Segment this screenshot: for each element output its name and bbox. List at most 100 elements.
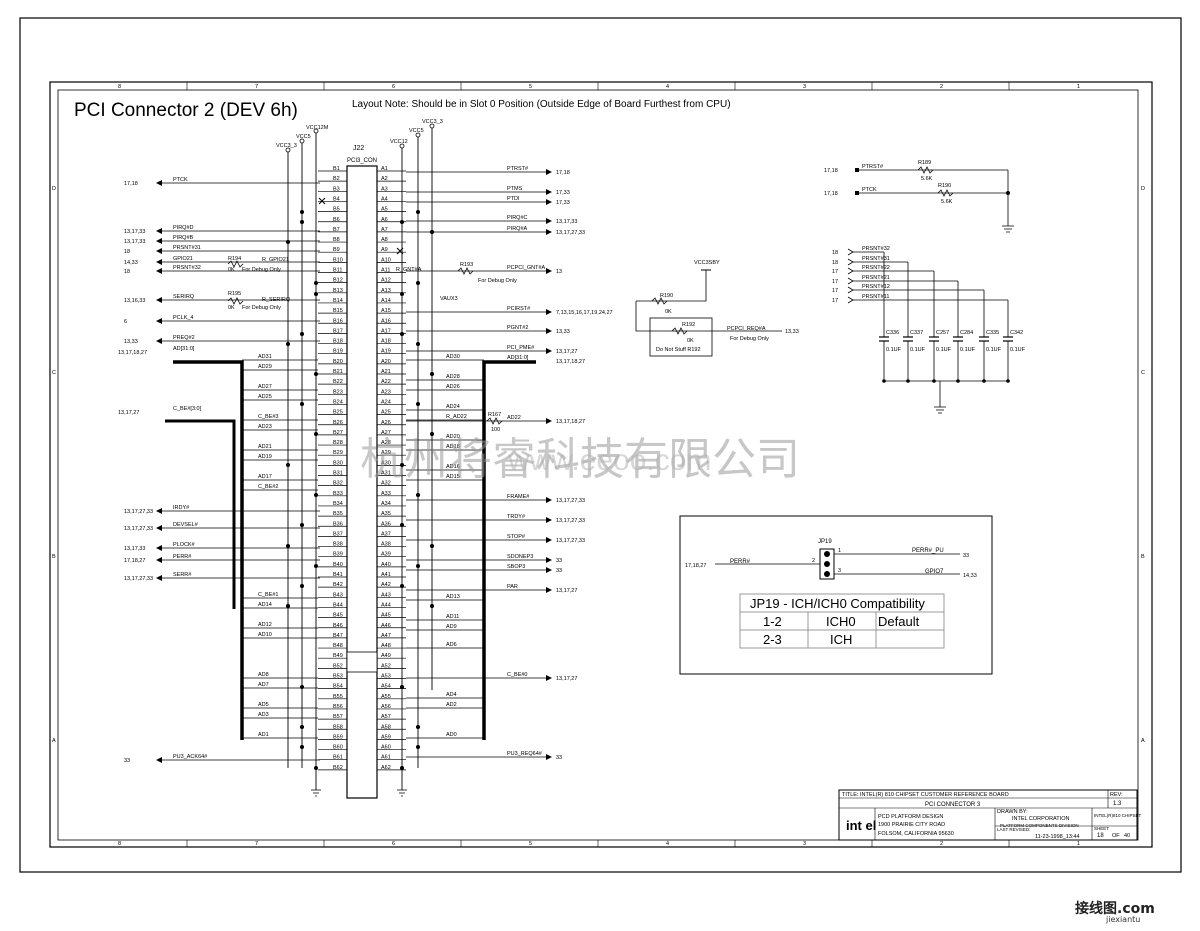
- site-mark: 接线图.com: [1075, 900, 1155, 917]
- jumper-pin3-num: 3: [838, 568, 841, 574]
- power-rail-cap-1: [299, 138, 305, 144]
- right-signal-name: PGNT#2: [507, 325, 528, 331]
- right-signal-arrow: [546, 229, 552, 235]
- bus-label-left: AD25: [258, 394, 272, 400]
- left-signal-pages: 13,17,33: [124, 229, 145, 235]
- left-signal-name: PTCK: [173, 177, 188, 183]
- pin-label-B21: B21: [333, 369, 343, 375]
- zone-col-bottom-2: 2: [940, 841, 943, 847]
- tb-sheet-label: SHEET: [1094, 826, 1109, 831]
- left-signal-arrow: [156, 757, 162, 763]
- r193-ref: R193: [460, 262, 473, 268]
- wiring: [285, 123, 435, 797]
- pin-label-B14: B14: [333, 298, 343, 304]
- power-label-vcc3-3-right: VCC3_3: [422, 119, 443, 125]
- pin-label-A38: A38: [381, 542, 391, 548]
- jumper-table-r2c2: ICH: [830, 632, 852, 647]
- cap-value: 0.1UF: [1010, 347, 1026, 353]
- bus-label-left: AD7: [258, 682, 269, 688]
- prsnt-pages: 18: [832, 260, 838, 266]
- r192-box: [649, 317, 713, 357]
- left-signal-pages: 17,18,27: [124, 558, 145, 564]
- pin-label-B18: B18: [333, 339, 343, 345]
- bus-label-left: C_BE#3: [258, 414, 279, 420]
- pin-label-A8: A8: [381, 237, 388, 243]
- bus-label-left: AD29: [258, 364, 272, 370]
- cap-ref: C284: [960, 330, 973, 336]
- pin-label-B6: B6: [333, 217, 340, 223]
- left-signal-pages: 13,17,33: [124, 239, 145, 245]
- junction-dot: [416, 564, 420, 568]
- pin-label-A13: A13: [381, 288, 391, 294]
- left-signal-name: PIRQ#B: [173, 235, 194, 241]
- pin-label-B15: B15: [333, 308, 343, 314]
- bus-label-right: AD26: [446, 384, 460, 390]
- prsnt-arrow: [847, 277, 854, 285]
- site-url: jiexiantu: [1105, 915, 1140, 924]
- right-signal-arrow: [546, 169, 552, 175]
- ground-symbol-0: [311, 789, 321, 797]
- jumper-pin3: [824, 571, 830, 577]
- pin-label-A18: A18: [381, 339, 391, 345]
- cap-ref: C342: [1010, 330, 1023, 336]
- jumper-box: [679, 515, 993, 675]
- pin-label-B8: B8: [333, 237, 340, 243]
- pin-label-A21: A21: [381, 369, 391, 375]
- pin-label-B48: B48: [333, 643, 343, 649]
- pin-label-B36: B36: [333, 521, 343, 527]
- prsnt-net: PRSNT#32: [862, 246, 890, 252]
- pin-label-A2: A2: [381, 176, 388, 182]
- vcc3sby-wire: [636, 270, 707, 302]
- power-label-vcc12: VCC12: [390, 139, 408, 145]
- pin-label-A58: A58: [381, 724, 391, 730]
- bus-label-left: AD3: [258, 712, 269, 718]
- pullup-resistor: [937, 189, 954, 197]
- pin-label-A1: A1: [381, 166, 388, 172]
- r195-net: R_SERIRQ: [262, 297, 291, 303]
- pullup-value: 5.6K: [921, 176, 933, 182]
- title-block: TITLE: INTEL(R) 810 CHIPSET CUSTOMER REF…: [838, 789, 1142, 841]
- left-signal-name: PU3_ACK64#: [173, 754, 208, 760]
- left-signal-arrow: [156, 238, 162, 244]
- junction-dot: [400, 766, 404, 770]
- bus-label-left: AD5: [258, 702, 269, 708]
- pin-label-A44: A44: [381, 602, 391, 608]
- left-signal-name: SERIRQ: [173, 294, 195, 300]
- tb-rev-label: REV:: [1110, 792, 1123, 798]
- junction-dot: [300, 332, 304, 336]
- right-ad-bus: [482, 360, 536, 740]
- pin-label-A39: A39: [381, 552, 391, 558]
- junction-dot: [300, 745, 304, 749]
- r167-ref: R167: [488, 412, 501, 418]
- pin-label-B55: B55: [333, 694, 343, 700]
- bus-label-right: AD16: [446, 464, 460, 470]
- pin-label-A49: A49: [381, 653, 391, 659]
- right-signal-pages: 13,17,27: [556, 676, 577, 682]
- power-rail-cap-4: [415, 132, 421, 138]
- connector-body: [346, 165, 378, 799]
- right-signal-pages: 13,17,18,27: [556, 419, 585, 425]
- junction-dot: [416, 342, 420, 346]
- power-rail-cap-0: [285, 147, 291, 153]
- left-signal-arrow: [156, 525, 162, 531]
- left-signal-name: PREQ#2: [173, 335, 195, 341]
- jumper-pin1-net: PERR#_PU: [912, 548, 944, 554]
- junction-dot: [300, 210, 304, 214]
- r167-symbol: [486, 417, 503, 425]
- pin-label-A37: A37: [381, 531, 391, 537]
- pin-label-B62: B62: [333, 765, 343, 771]
- r194-note: For Debug Only: [242, 267, 281, 273]
- pin-label-A3: A3: [381, 186, 388, 192]
- bus-label-right: AD20: [446, 434, 460, 440]
- junction-dot: [400, 523, 404, 527]
- left-signal-name: PLOCK#: [173, 542, 196, 548]
- debug-resistors: R194 0K R_GPIO21 For Debug Only R195 0K …: [227, 256, 799, 433]
- bus-label-right: AD28: [446, 374, 460, 380]
- right-signal-name: PCIRST#: [507, 306, 531, 312]
- tb-division: PLATFORM COMPONENTS DIVISION: [1000, 823, 1079, 828]
- pin-label-A33: A33: [381, 491, 391, 497]
- zone-col-bottom-4: 4: [666, 841, 669, 847]
- left-cbe-bus: [165, 419, 236, 609]
- left-signal-arrow: [156, 575, 162, 581]
